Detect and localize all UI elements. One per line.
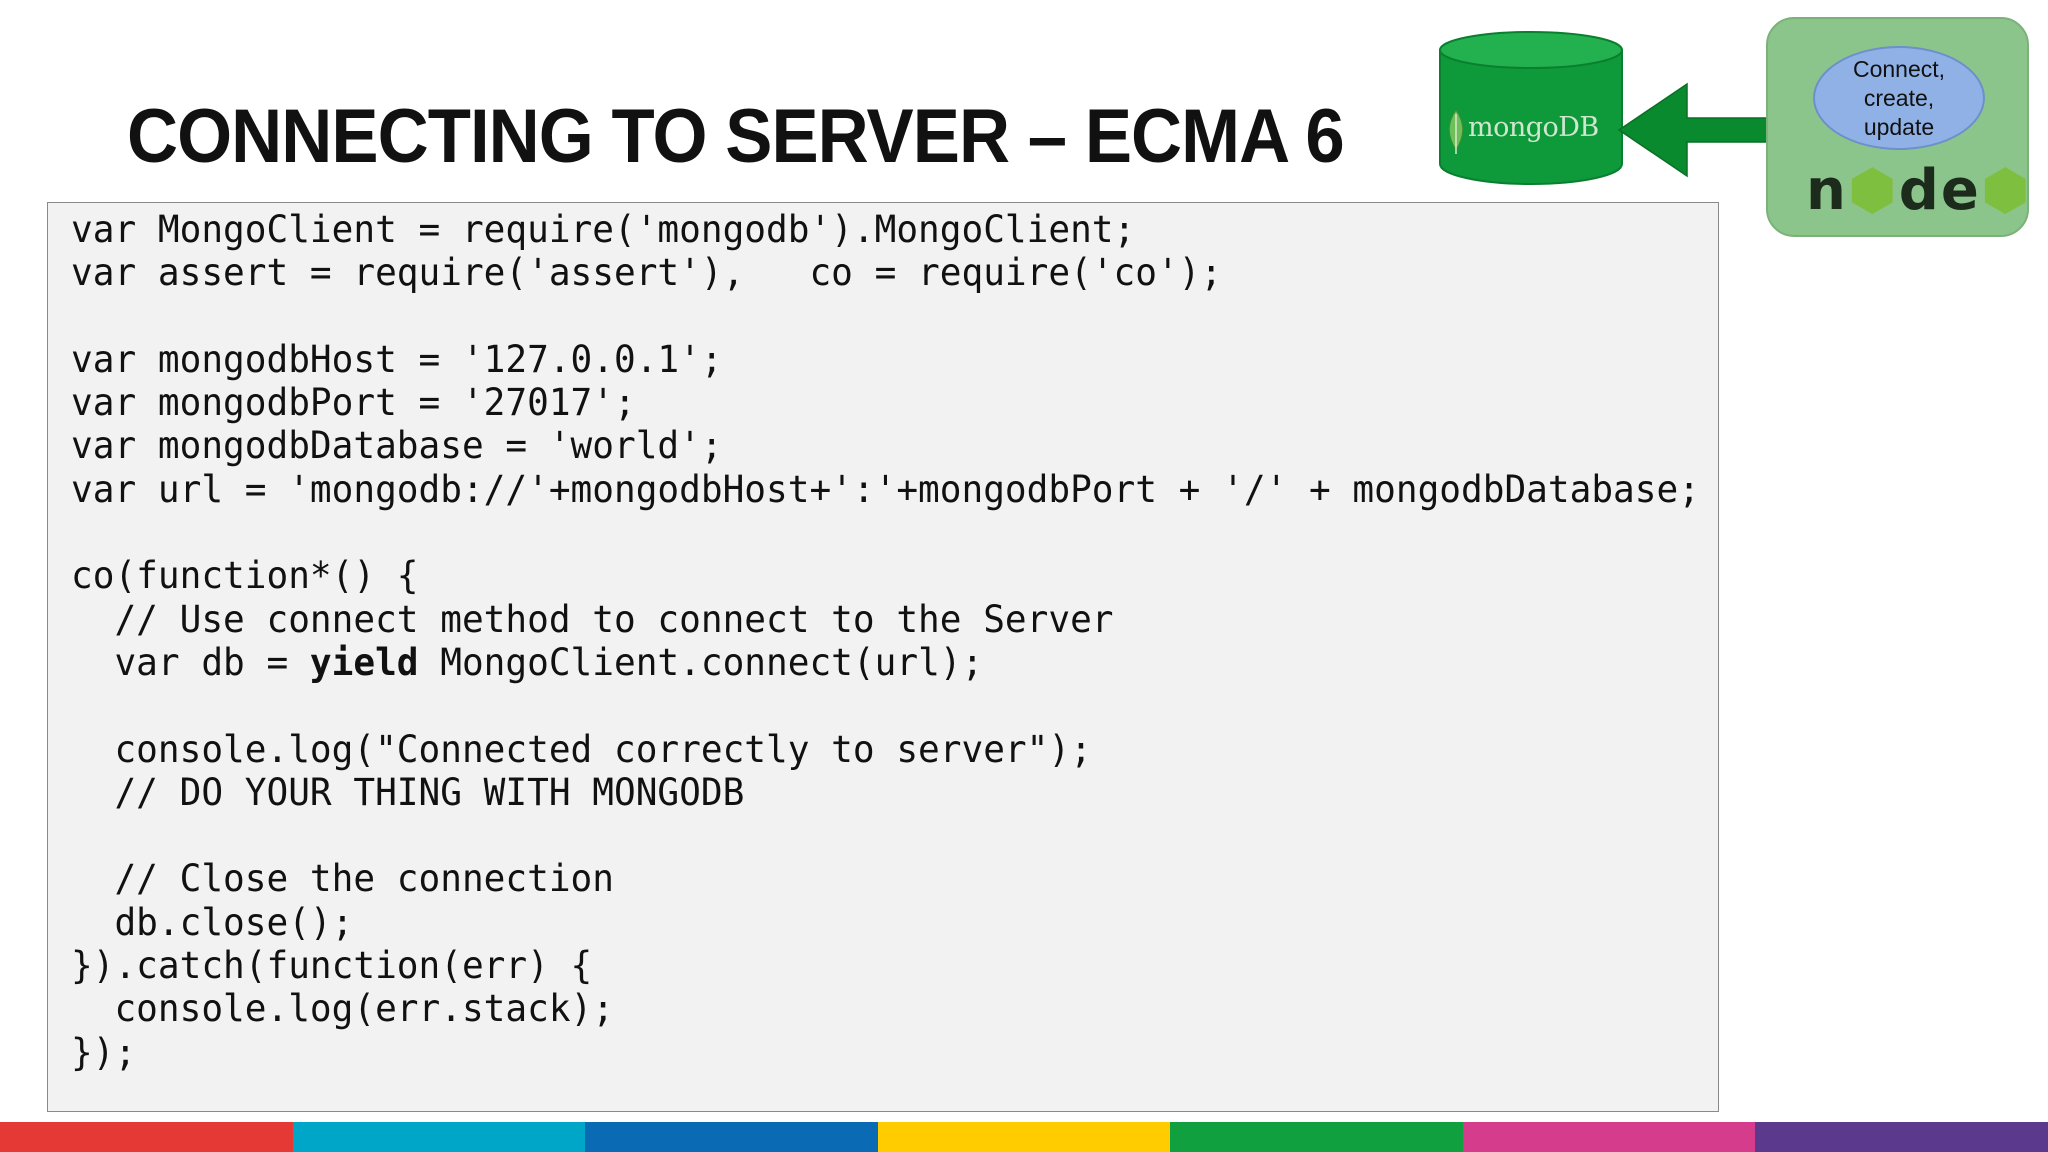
mongodb-label: mongoDB (1468, 112, 1599, 143)
code-text: db.close(); (71, 900, 354, 944)
code-text: var mongodbPort = '27017'; (71, 381, 636, 425)
code-text: co(function*() { (71, 554, 419, 598)
code-text: // Use connect method to connect to the … (71, 597, 1114, 641)
code-line: var mongodbHost = '127.0.0.1'; (71, 338, 1700, 381)
code-line: var mongodbPort = '27017'; (71, 381, 1700, 424)
code-text: var MongoClient = require('mongodb').Mon… (71, 208, 1136, 251)
code-line: // Close the connection (71, 857, 1700, 900)
code-text: var mongodbDatabase = 'world'; (71, 424, 723, 468)
color-bar-segment (877, 1122, 1171, 1152)
nodejs-logo-n: n (1806, 158, 1848, 223)
code-text: var mongodbHost = '127.0.0.1'; (71, 337, 723, 381)
code-text: }); (71, 1030, 137, 1074)
code-line: // DO YOUR THING WITH MONGODB (71, 771, 1700, 814)
code-line: ​ (71, 295, 1700, 338)
code-line: }); (71, 1031, 1700, 1074)
code-line: db.close(); (71, 901, 1700, 944)
action-bubble: Connect, create, update (1813, 46, 1985, 150)
code-text: var url = 'mongodb://'+mongodbHost+':'+m… (71, 467, 1700, 511)
code-line: }).catch(function(err) { (71, 944, 1700, 987)
color-bar-segment (1755, 1122, 2048, 1152)
code-line: console.log(err.stack); (71, 987, 1700, 1030)
code-keyword: yield (309, 640, 419, 684)
code-text: // Close the connection (71, 857, 614, 901)
code-line: var assert = require('assert'), co = req… (71, 251, 1700, 294)
color-bar-segment (292, 1122, 586, 1152)
code-text: var db = (71, 640, 310, 684)
code-line: var MongoClient = require('mongodb').Mon… (71, 208, 1700, 251)
code-text: }).catch(function(err) { (71, 944, 593, 988)
slide-title: CONNECTING TO SERVER – ECMA 6 (127, 94, 1345, 179)
code-line: ​ (71, 684, 1700, 727)
code-line: console.log("Connected correctly to serv… (71, 728, 1700, 771)
code-line: ​ (71, 511, 1700, 554)
color-bar-segment (0, 1122, 293, 1152)
nodejs-logo: n⬢de⬢ (1806, 162, 2030, 220)
bubble-line-2: create, (1863, 84, 1935, 111)
code-line: var mongodbDatabase = 'world'; (71, 424, 1700, 467)
code-text: console.log("Connected correctly to serv… (71, 727, 1092, 771)
bottom-color-bar (0, 1122, 2048, 1152)
code-text: MongoClient.connect(url); (418, 640, 984, 684)
nodejs-logo-de: de (1898, 158, 1981, 223)
code-line: // Use connect method to connect to the … (71, 598, 1700, 641)
code-line: co(function*() { (71, 554, 1700, 597)
code-text: console.log(err.stack); (71, 987, 614, 1031)
bubble-line-3: update (1863, 113, 1935, 140)
nodejs-hexagon-icon: ⬢ (1980, 158, 2032, 223)
code-panel: var MongoClient = require('mongodb').Mon… (47, 202, 1719, 1112)
code-line: ​ (71, 814, 1700, 857)
code-line: var url = 'mongodb://'+mongodbHost+':'+m… (71, 468, 1700, 511)
code-line: var db = yield MongoClient.connect(url); (71, 641, 1700, 684)
code-text: // DO YOUR THING WITH MONGODB (71, 770, 745, 814)
code-text: var assert = require('assert'), co = req… (71, 251, 1223, 295)
bubble-line-1: Connect, (1852, 55, 1946, 82)
code-block: var MongoClient = require('mongodb').Mon… (71, 208, 1700, 1074)
nodejs-hexagon-icon: ⬢ (1847, 158, 1899, 223)
mongodb-database-icon (1439, 31, 1623, 185)
color-bar-segment (1170, 1122, 1463, 1152)
color-bar-segment (1462, 1122, 1756, 1152)
color-bar-segment (585, 1122, 878, 1152)
